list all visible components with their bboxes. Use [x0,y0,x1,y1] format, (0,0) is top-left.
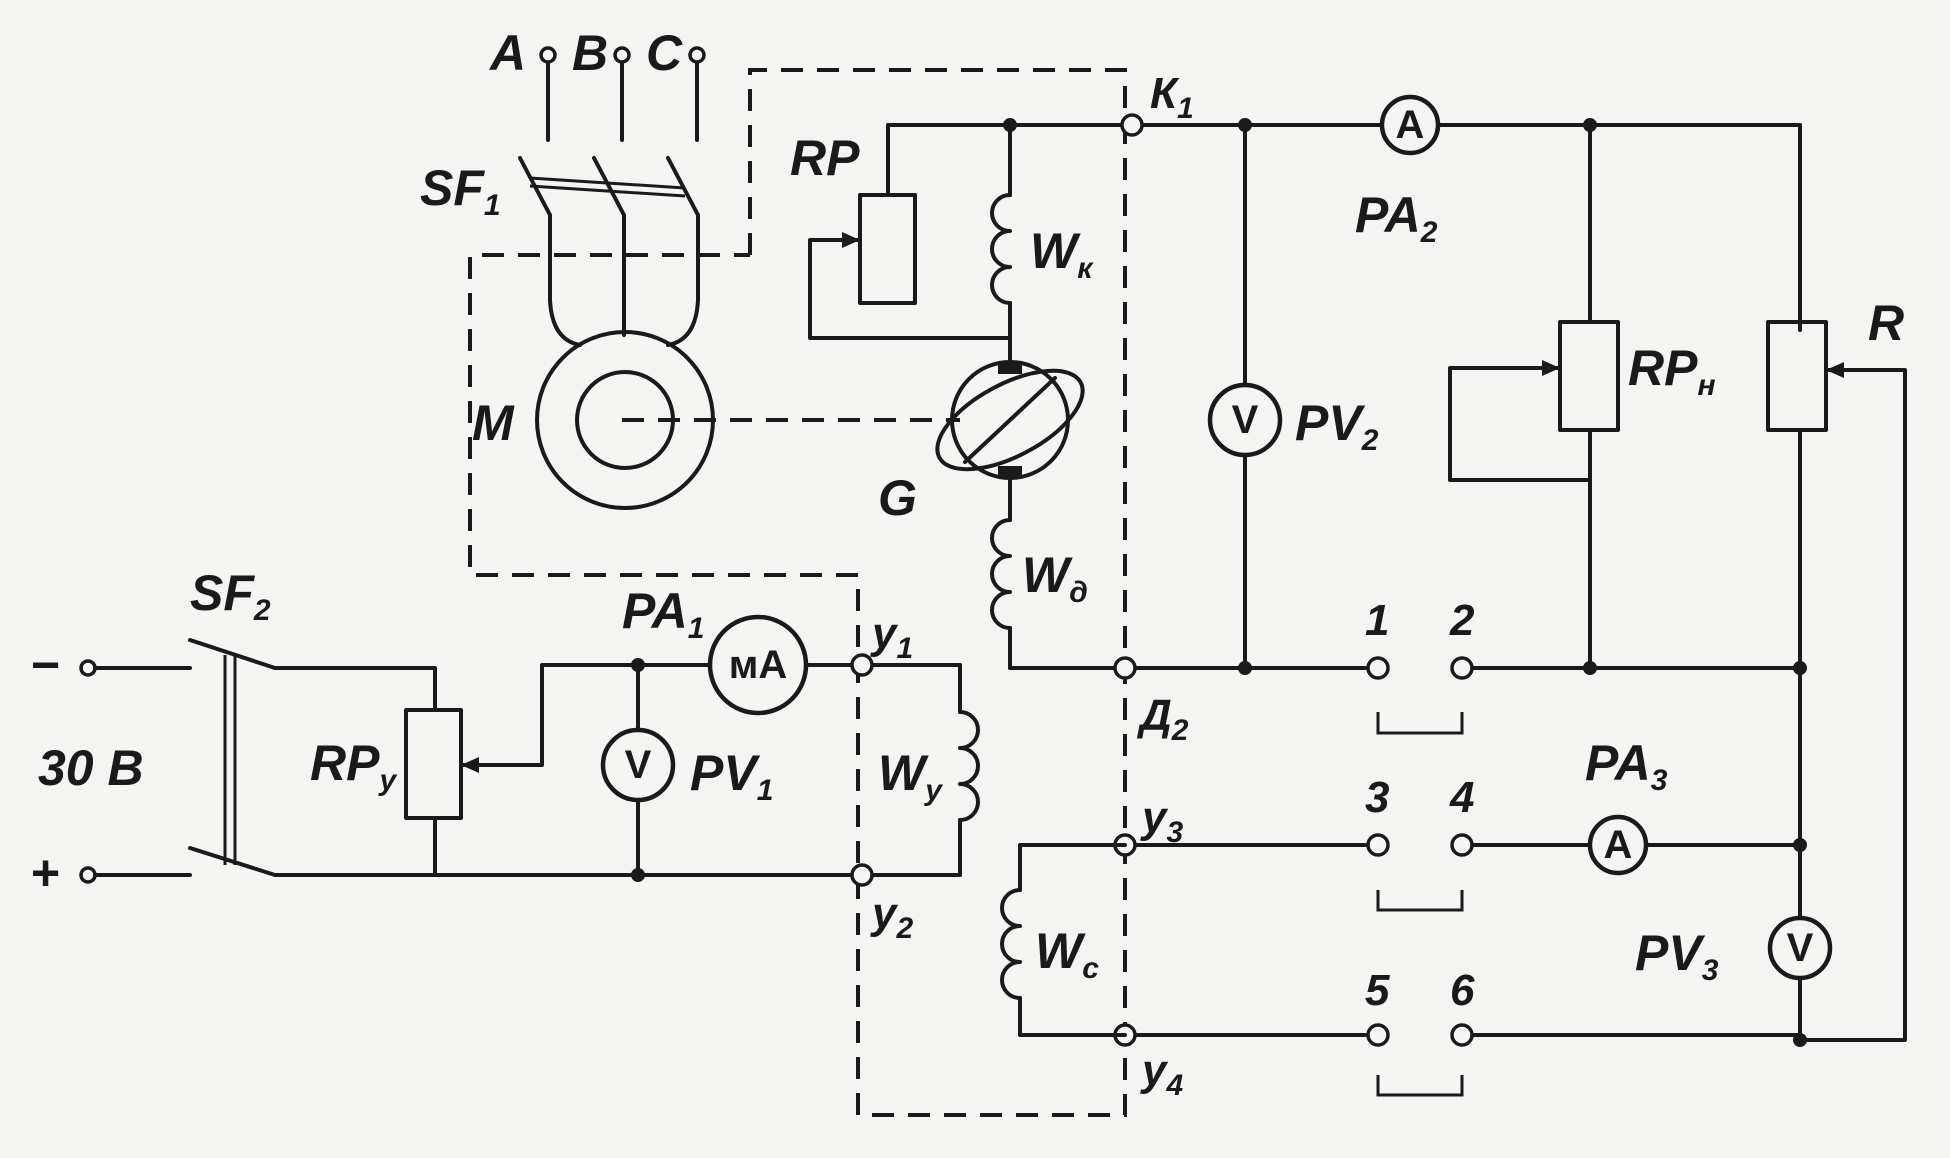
y4-label: у4 [1140,1046,1183,1102]
phase-c-label: C [646,25,683,81]
winding-wc: Wс [1000,843,1127,1037]
pv2-symbol: V [1232,398,1259,442]
minus-sign: − [30,637,59,693]
pv3-symbol: V [1787,926,1814,970]
pv1-label: PV1 [690,745,773,807]
top-bus: К1 [1003,69,1802,332]
phase-a-label: A [488,25,526,81]
rheostat-r[interactable]: R [1766,295,1907,1042]
pv3-label: PV3 [1635,925,1719,987]
motor-m: M [472,330,715,510]
ammeter-pa3: A PA3 [1585,735,1668,876]
dashed-enclosures [468,68,1127,1117]
point-5-label: 5 [1365,966,1390,1015]
point-6-label: 6 [1450,966,1475,1015]
generator-g: G [878,360,1085,526]
pa3-symbol: A [1604,823,1633,867]
k1-label: К1 [1150,69,1194,125]
voltmeter-pv2: V PV2 [1207,123,1379,675]
pv1-symbol: V [625,743,652,787]
dc-supply: − + 30 В [30,637,192,901]
d2-label: Д2 [1136,691,1189,747]
supply-voltage-label: 30 В [38,740,144,796]
voltmeter-pv3: V PV3 [1635,915,1833,987]
pv2-label: PV2 [1295,395,1379,457]
pa1-label: PA1 [622,583,704,645]
point-4-label: 4 [1449,773,1474,822]
winding-wk: Wк [990,123,1094,364]
point-1-label: 1 [1365,596,1389,645]
breaker-sf2[interactable]: SF2 [188,565,277,877]
voltmeter-pv1: V PV1 [600,663,773,877]
winding-wy: Wу [878,663,980,877]
wy-label: Wу [878,745,943,807]
y1-label: у1 [870,609,913,665]
pa1-symbol: мА [729,643,787,687]
wk-label: Wк [1030,223,1094,285]
pa2-symbol: A [1396,103,1425,147]
rheostat-rp[interactable]: RP [790,123,1012,340]
phase-b-label: B [572,25,608,81]
wc-label: Wс [1035,923,1099,985]
breaker-sf1[interactable]: SF1 [420,156,700,347]
point-3-label: 3 [1365,773,1389,822]
generator-label: G [878,470,917,526]
y3-row: 3 4 у3 [1113,773,1807,912]
sf2-label: SF2 [190,565,271,627]
three-phase-supply: A B C [488,25,706,142]
sf1-label: SF1 [420,160,501,222]
wd-label: Wд [1022,547,1088,609]
point-2-label: 2 [1449,596,1475,645]
middle-bus: Д2 1 2 [1008,596,1807,747]
r-load-label: R [1868,295,1904,351]
y3-label: у3 [1140,793,1183,849]
plus-sign: + [30,845,59,901]
rp-label: RP [790,130,860,186]
rheostat-rpn[interactable]: RPн [1448,123,1716,675]
y4-row: 5 6 у4 [1113,966,1807,1102]
motor-label: M [472,395,515,451]
winding-wd: Wд [990,476,1088,670]
ammeter-pa2: A PA2 [1355,94,1441,249]
y2-label: у2 [870,889,913,945]
rheostat-rpy[interactable]: RPу [273,663,640,877]
rpn-label: RPн [1628,340,1716,402]
pa3-label: PA3 [1585,735,1668,797]
rpy-label: RPу [310,735,397,797]
pa2-label: PA2 [1355,187,1438,249]
milliammeter-pa1: мА PA1 [622,583,809,716]
control-bus: у1 у2 [273,609,962,945]
